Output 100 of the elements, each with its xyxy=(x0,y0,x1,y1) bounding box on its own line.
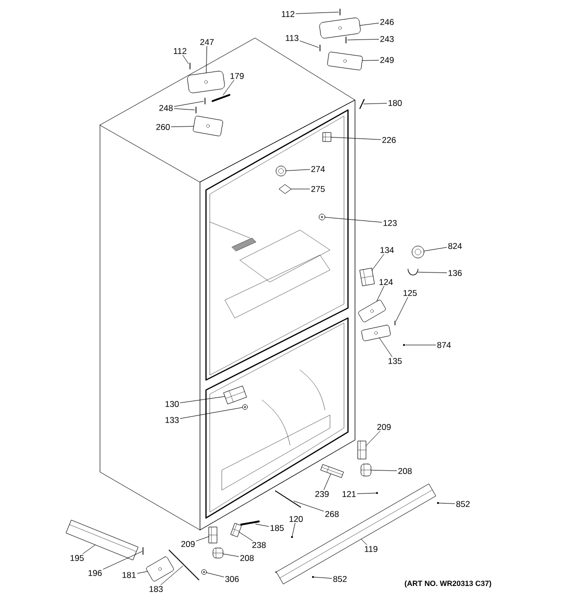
callout-number: 260 xyxy=(156,124,170,130)
callout-number: 120 xyxy=(290,516,303,522)
hinge-drawing xyxy=(192,116,224,136)
callout-number: 852 xyxy=(333,576,347,582)
bracket-drawing xyxy=(223,386,247,404)
leader-line xyxy=(196,536,210,542)
callout-number: 112 xyxy=(174,48,186,54)
leader-line xyxy=(379,338,392,358)
leader-line xyxy=(418,272,447,274)
leader-line xyxy=(324,474,332,490)
leader-line xyxy=(206,572,224,578)
hinge-drawing xyxy=(146,556,174,582)
leader-line xyxy=(137,571,148,574)
callout-number: 874 xyxy=(437,342,451,348)
leader-line xyxy=(372,254,384,271)
rod-drawing xyxy=(274,490,302,508)
callout-number: 121 xyxy=(342,491,356,497)
leader-line xyxy=(222,554,239,557)
callout-number: 134 xyxy=(380,247,394,253)
callout-number: 124 xyxy=(380,279,393,285)
callout-number: 136 xyxy=(448,270,462,276)
leader-line xyxy=(396,296,408,322)
callout-number: 123 xyxy=(384,220,397,226)
callout-number: 196 xyxy=(88,570,102,576)
callout-number: 274 xyxy=(311,166,325,172)
callout-number: 133 xyxy=(166,417,179,423)
leader-line xyxy=(370,470,397,472)
leader-line xyxy=(222,80,234,96)
leveling-leg-drawing xyxy=(360,464,372,476)
callout-number: 112 xyxy=(282,11,294,17)
callout-number: 195 xyxy=(70,555,84,561)
leader-line xyxy=(292,522,296,536)
leader-line xyxy=(296,12,339,14)
leader-line xyxy=(314,576,332,579)
spring-drawing xyxy=(212,94,230,102)
leader-line xyxy=(405,344,436,346)
callout-number: 185 xyxy=(270,525,284,531)
fan-drawing xyxy=(276,166,286,176)
leader-line xyxy=(103,551,142,570)
callout-number: 275 xyxy=(311,186,325,192)
callout-number: 209 xyxy=(181,541,195,547)
callout-number: 113 xyxy=(286,35,298,42)
callout-number: 824 xyxy=(448,243,462,249)
leader-line xyxy=(174,108,195,110)
callout-number: 852 xyxy=(456,501,470,507)
callout-number: 183 xyxy=(150,586,163,592)
leader-line xyxy=(362,60,379,61)
callout-number: 246 xyxy=(380,19,394,26)
leader-line xyxy=(347,38,379,40)
leader-line xyxy=(290,188,310,190)
callout-number: 208 xyxy=(398,468,412,474)
leader-line xyxy=(180,407,243,419)
leader-line xyxy=(300,40,319,48)
callout-number: 306 xyxy=(225,576,239,582)
callout-number: 243 xyxy=(380,36,394,42)
hinge-drawing xyxy=(361,324,391,342)
leader-line xyxy=(330,136,381,140)
hinge-drawing xyxy=(358,300,386,322)
callout-number: 209 xyxy=(377,424,391,430)
leader-line xyxy=(357,492,376,494)
leader-line xyxy=(180,396,226,404)
leader-line xyxy=(160,566,184,586)
bracket-drawing xyxy=(320,464,344,478)
knob-drawing xyxy=(318,214,326,220)
callout-number: 179 xyxy=(230,73,244,79)
leader-line xyxy=(255,524,269,527)
lens-drawing xyxy=(412,246,424,258)
pin-drawing xyxy=(359,98,365,110)
switch-drawing xyxy=(322,132,332,142)
callout-number: 268 xyxy=(325,511,339,517)
callout-number: 247 xyxy=(200,39,214,45)
callout-number: 239 xyxy=(315,491,329,497)
callout-number: 130 xyxy=(166,401,179,407)
leader-line xyxy=(424,247,447,252)
callout-number: 238 xyxy=(252,542,266,548)
knob-drawing xyxy=(201,569,207,575)
leader-line xyxy=(366,430,380,446)
knob-drawing xyxy=(242,404,248,410)
gasket-drawing xyxy=(278,184,292,194)
callout-number: 249 xyxy=(380,57,394,64)
spring-drawing xyxy=(240,520,260,526)
callout-number: 119 xyxy=(364,546,378,552)
leader-line xyxy=(294,500,324,512)
leveling-leg-drawing xyxy=(212,548,224,558)
callout-number: 135 xyxy=(388,358,402,364)
grille-drawing xyxy=(66,520,138,560)
callout-number: 125 xyxy=(404,290,417,296)
bracket-drawing xyxy=(358,440,366,460)
callout-number: 226 xyxy=(382,137,396,143)
hinge-cover-drawing xyxy=(187,70,225,94)
leader-line xyxy=(174,101,204,107)
leader-line xyxy=(360,538,368,546)
leader-line xyxy=(438,502,455,504)
leader-line xyxy=(182,54,189,64)
leader-line xyxy=(286,169,310,171)
leader-line xyxy=(82,544,96,554)
leader-line xyxy=(206,46,208,74)
leader-line xyxy=(171,126,194,128)
leader-line xyxy=(324,217,382,223)
bracket-drawing xyxy=(208,526,218,544)
